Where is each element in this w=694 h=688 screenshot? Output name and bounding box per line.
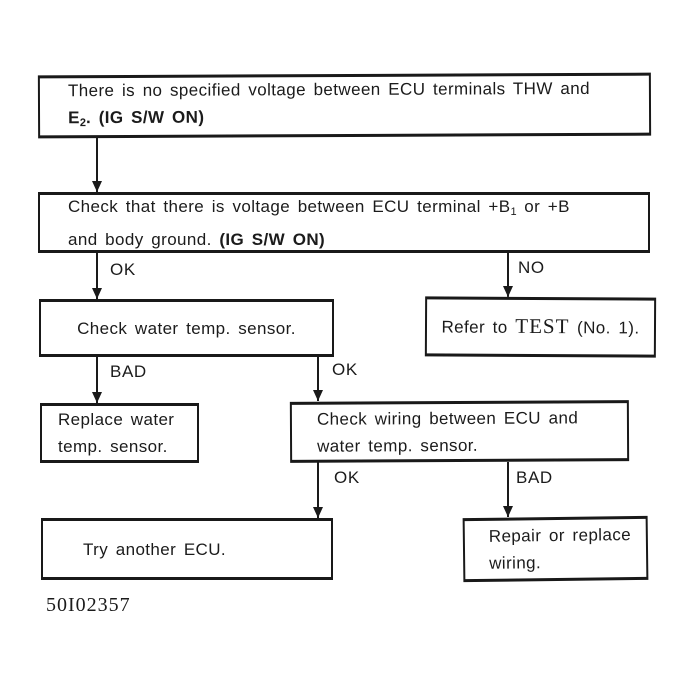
arrow-problem-to-check-voltage xyxy=(92,137,102,192)
node-replace-sensor-line1: Replace water xyxy=(58,410,175,429)
node-check-water-temp-sensor-line1: Check water temp. sensor. xyxy=(77,318,296,338)
node-replace-sensor-line2: temp. sensor. xyxy=(58,437,168,456)
refer-to-text: Refer to xyxy=(441,317,516,337)
arrow-ok-to-check-wiring xyxy=(313,357,323,401)
test-word: TEST xyxy=(515,313,570,339)
node-no-specified-voltage: There is no specified voltage between EC… xyxy=(37,72,652,139)
test-number-text: (No. 1). xyxy=(569,318,640,338)
ig-sw-on-note: . (IG S/W ON) xyxy=(85,107,205,127)
node-check-wiring-line1: Check wiring between ECU and xyxy=(316,407,579,429)
branch-label-bad: BAD xyxy=(110,362,147,381)
node-try-another-ecu: Try another ECU. xyxy=(41,518,333,580)
node-check-wiring: Check wiring between ECU and water temp.… xyxy=(289,400,630,463)
branch-label-ok: OK xyxy=(110,260,136,279)
branch-label-bad: BAD xyxy=(516,468,553,487)
arrow-no-to-refer-test xyxy=(503,253,513,297)
terminal-b1-subscript: 1 xyxy=(510,205,517,218)
node-repair-or-replace-wiring: Repair or replace wiring. xyxy=(462,515,649,583)
figure-reference-code: 50I02357 xyxy=(46,594,131,616)
arrow-ok-to-try-ecu xyxy=(313,462,323,518)
node-repair-wiring-line1: Repair or replace xyxy=(488,525,632,546)
node-refer-to-test: Refer to TEST (No. 1). xyxy=(424,296,657,358)
arrow-bad-to-repair-wiring xyxy=(503,462,513,517)
body-ground-text: and body ground. xyxy=(68,229,220,249)
node-check-voltage-line1: Check that there is voltage between ECU … xyxy=(68,193,648,226)
node-no-specified-voltage-line2: E2. (IG S/W ON) xyxy=(68,101,649,137)
node-check-water-temp-sensor: Check water temp. sensor. xyxy=(39,299,334,357)
arrow-bad-to-replace-sensor xyxy=(92,357,102,403)
ig-sw-on-note: (IG S/W ON) xyxy=(219,229,326,249)
node-replace-water-temp-sensor: Replace water temp. sensor. xyxy=(40,403,199,463)
node-repair-wiring-line2: wiring. xyxy=(489,553,542,573)
node-try-another-ecu-line1: Try another ECU. xyxy=(83,539,227,559)
node-check-voltage-line2: and body ground. (IG S/W ON) xyxy=(68,226,648,253)
arrow-ok-to-check-sensor xyxy=(92,253,102,299)
node-refer-to-test-line1: Refer to TEST (No. 1). xyxy=(427,312,654,341)
check-voltage-text-post: or +B xyxy=(516,196,570,216)
branch-label-no: NO xyxy=(518,258,545,277)
terminal-e2-base: E xyxy=(68,107,80,127)
branch-label-ok: OK xyxy=(332,360,358,379)
node-check-voltage: Check that there is voltage between ECU … xyxy=(38,192,650,253)
check-voltage-text: Check that there is voltage between ECU … xyxy=(68,196,511,216)
node-no-specified-voltage-line1: There is no specified voltage between EC… xyxy=(67,78,590,100)
node-check-wiring-line2: water temp. sensor. xyxy=(317,435,479,456)
branch-label-ok: OK xyxy=(334,468,360,487)
